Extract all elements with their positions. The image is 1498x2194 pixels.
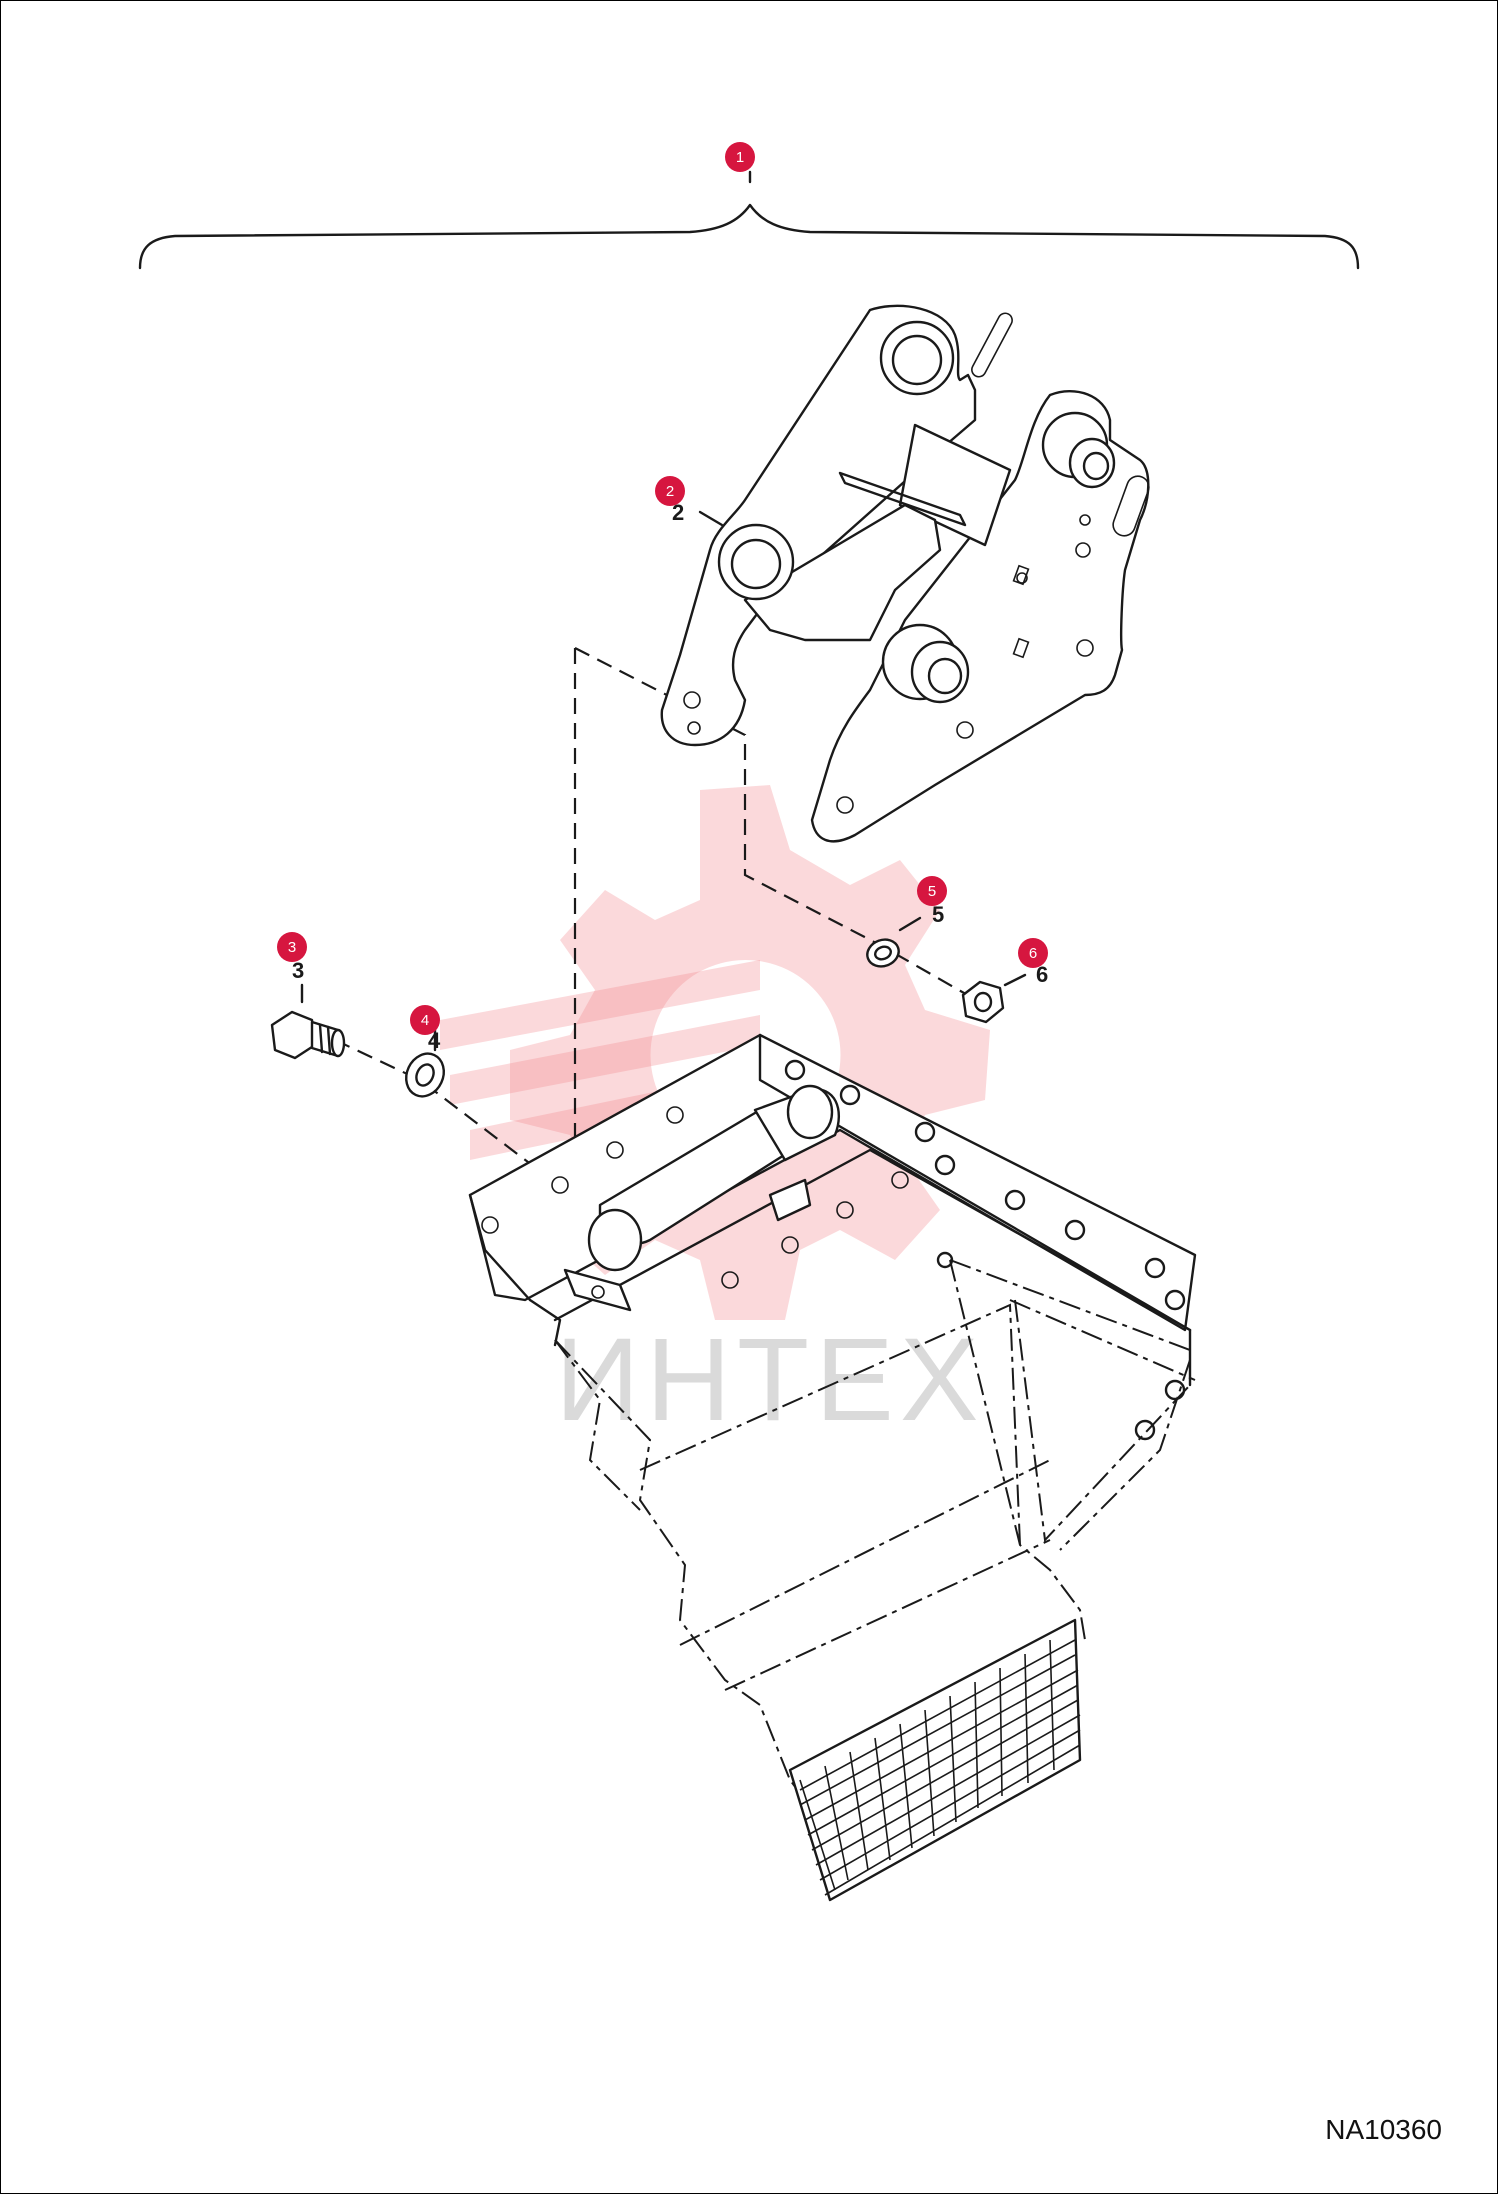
assembly-line-bolt xyxy=(334,1039,546,1176)
washer-left xyxy=(405,1052,445,1098)
svg-text:2: 2 xyxy=(666,483,674,500)
svg-text:4: 4 xyxy=(421,1012,429,1029)
svg-text:5: 5 xyxy=(928,883,936,900)
assembly-brace xyxy=(138,203,1360,270)
svg-text:1: 1 xyxy=(736,149,744,166)
watermark-text: ИНТЕХ xyxy=(555,1314,985,1446)
svg-text:2: 2 xyxy=(672,500,684,525)
hex-nut xyxy=(961,980,1005,1024)
callout-badge-1[interactable]: 1 xyxy=(725,142,755,172)
coupler-bracket xyxy=(660,304,1150,843)
callout-badge-5[interactable]: 5 xyxy=(917,876,947,906)
svg-text:3: 3 xyxy=(292,958,304,983)
washer-right xyxy=(866,938,900,968)
svg-text:5: 5 xyxy=(932,902,944,927)
leader-5 xyxy=(898,916,922,932)
drawing-code: NA10360 xyxy=(1325,2114,1442,2145)
leader-2 xyxy=(698,510,724,527)
bolt xyxy=(270,1010,346,1060)
callout-badge-3[interactable]: 3 xyxy=(277,932,307,962)
chain-curtain xyxy=(788,1618,1082,1902)
callout-badge-6[interactable]: 6 xyxy=(1018,938,1048,968)
svg-text:6: 6 xyxy=(1029,945,1037,962)
callout-badge-2[interactable]: 2 xyxy=(655,476,685,506)
leader-6 xyxy=(1003,973,1027,987)
svg-text:3: 3 xyxy=(288,939,296,956)
flail-mower-head xyxy=(468,1033,1197,1821)
svg-text:6: 6 xyxy=(1036,962,1048,987)
svg-text:4: 4 xyxy=(428,1028,441,1053)
callout-badge-4[interactable]: 4 xyxy=(410,1005,440,1035)
